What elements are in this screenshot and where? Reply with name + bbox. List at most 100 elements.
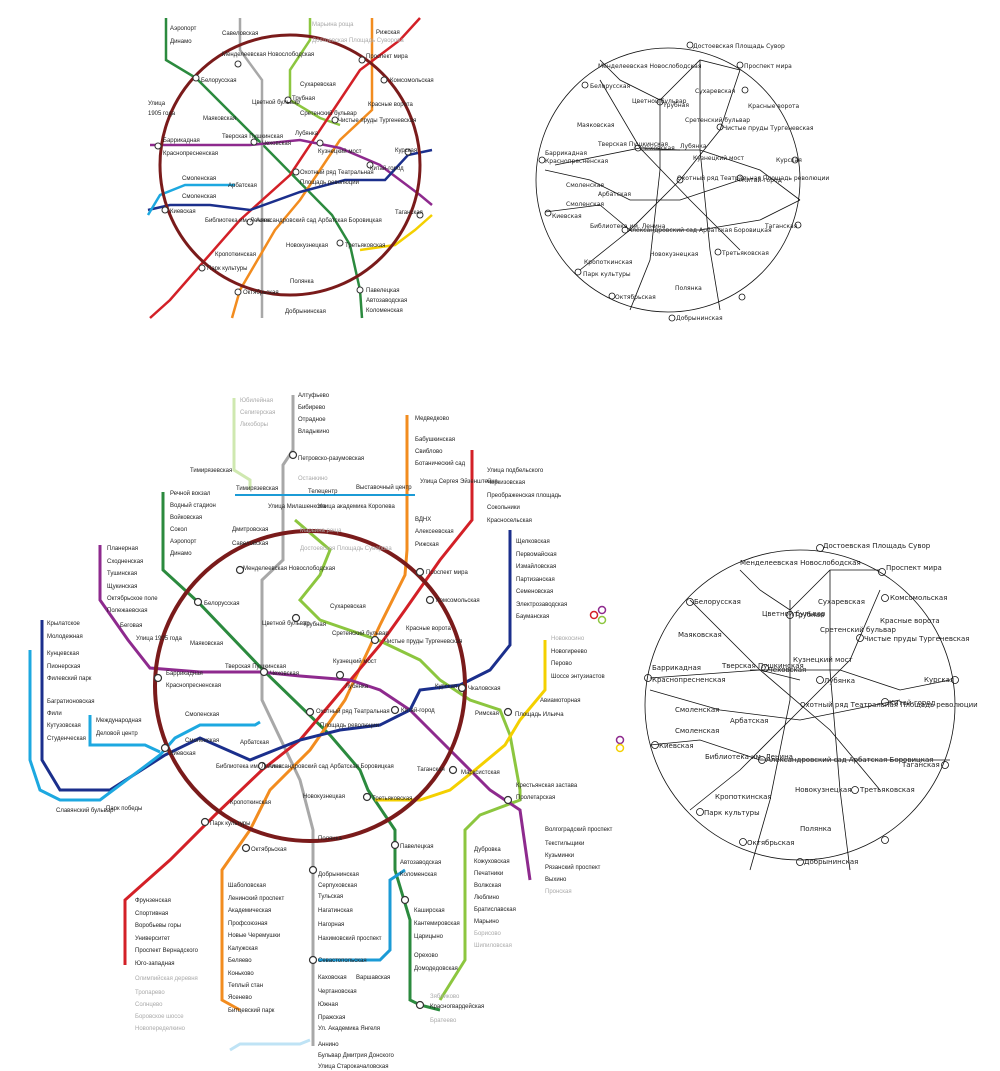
station-label: Полежаевская xyxy=(107,608,147,614)
station-label: Деловой центр xyxy=(96,730,138,737)
station-label: Пронская xyxy=(545,889,572,895)
station-label: Семеновская xyxy=(516,589,553,595)
station-label: Фили xyxy=(47,711,62,717)
station-label: Октябрьское поле xyxy=(107,596,158,602)
main-labels-east: Щелковская Первомайская Измайловская Пар… xyxy=(430,539,613,1024)
station-label: Марьина роща xyxy=(300,528,342,534)
station-label: Китай-город xyxy=(401,707,435,714)
station-marker-icon xyxy=(738,293,746,301)
station-label: Новокосино xyxy=(551,636,585,642)
sketch-line xyxy=(699,60,721,311)
station-marker-icon xyxy=(816,676,824,684)
sketch-label: Смоленская xyxy=(675,727,719,735)
station-label: Краснопресненская xyxy=(166,683,221,689)
line-blue-main xyxy=(40,530,512,792)
station-label: Ботанический сад xyxy=(415,460,466,467)
station-label: Тверская Пушкинская xyxy=(225,664,286,670)
station-label: Пражская xyxy=(318,1015,345,1021)
station-label: Марьина роща xyxy=(312,22,354,28)
sketch-label: Комсомольская xyxy=(890,594,947,602)
interchange-circle-icon xyxy=(400,895,410,905)
sketch-label: Охотный ряд Театральная Площадь революци… xyxy=(800,701,978,709)
sketch-label: Лубянка xyxy=(824,677,855,685)
line-yellow-tl xyxy=(359,214,433,252)
sketch-label: Тверская Пушкинская xyxy=(597,141,668,148)
station-label: Сухаревская xyxy=(300,82,336,88)
station-label: Братеево xyxy=(430,1018,457,1024)
station-label: Охотный ряд Театральная xyxy=(316,708,390,715)
station-label: Римская xyxy=(475,711,499,717)
sketch-line xyxy=(750,669,951,691)
line-lightblue-main xyxy=(28,650,261,802)
station-label: Рижская xyxy=(376,30,400,36)
station-label: Петровско-разумовская xyxy=(298,456,364,462)
station-label: Щелковская xyxy=(516,539,550,545)
interchange-circle-icon xyxy=(257,761,267,771)
station-label: Красносельская xyxy=(487,518,532,524)
sketch-label: Маяковская xyxy=(678,631,722,639)
station-dot xyxy=(366,161,374,169)
station-dot xyxy=(358,56,366,64)
station-label: Марксистская xyxy=(461,770,500,776)
station-label: Октябрьская xyxy=(251,847,287,853)
station-label: Орехово xyxy=(414,953,439,959)
station-label: Добрынинская xyxy=(318,872,359,878)
interchange-circle-icon xyxy=(390,705,400,715)
station-label: Медведково xyxy=(415,416,450,422)
station-label: Коломенская xyxy=(400,872,437,878)
sketch-line xyxy=(579,69,741,271)
station-label: Проспект мира xyxy=(426,570,468,576)
sketch-line xyxy=(689,599,881,791)
sketch-label: Цветной бульвар xyxy=(632,98,687,105)
station-label: Каширская xyxy=(414,908,445,914)
station-label: Белорусская xyxy=(204,601,240,607)
logo-ring xyxy=(597,605,607,615)
sketch-line xyxy=(544,169,741,201)
station-label: Арбатская xyxy=(240,740,269,746)
station-marker-icon xyxy=(696,808,704,816)
station-label: Нахимовский проспект xyxy=(318,935,382,942)
station-marker-icon xyxy=(881,698,889,706)
sketch-label: Смоленская xyxy=(675,706,719,714)
sketch-label: Маяковская xyxy=(577,122,615,129)
station-marker-icon xyxy=(676,176,684,184)
station-label: Чкаловская xyxy=(468,686,500,692)
station-label: Академическая xyxy=(228,908,271,914)
sketch-line xyxy=(640,149,801,201)
top-left-metro-map: Аэропорт Динамо Савеловская Менделеевска… xyxy=(146,17,434,319)
station-label: Тимирязевская xyxy=(236,486,278,492)
station-marker-icon xyxy=(608,292,616,300)
station-marker-icon xyxy=(581,81,589,89)
station-label: Братиславская xyxy=(474,907,516,913)
station-dot xyxy=(284,96,292,104)
station-label: Трубная xyxy=(303,622,326,628)
sketch-label: Третьяковская xyxy=(859,786,915,794)
station-label: Шоссе энтузиастов xyxy=(551,674,605,680)
station-label: Кантемировская xyxy=(414,921,460,927)
main-metro-map xyxy=(28,395,547,1052)
station-label: Электрозаводская xyxy=(516,602,567,608)
station-marker-icon xyxy=(941,761,949,769)
station-label: Войковская xyxy=(170,514,202,521)
station-marker-icon xyxy=(851,786,859,794)
station-label: Профсоюзная xyxy=(228,921,267,927)
station-label: Тульская xyxy=(318,894,343,900)
sketch-label: Трубная xyxy=(662,102,689,109)
interchange-circle-icon xyxy=(259,667,269,677)
station-label: 1905 года xyxy=(148,111,176,117)
sketch-label: Сретенский бульвар xyxy=(685,117,750,124)
station-label: Кропоткинская xyxy=(230,800,271,806)
sketch-line xyxy=(649,689,901,721)
station-label: Тропарево xyxy=(135,990,165,996)
station-label: Воробьевы горы xyxy=(135,923,181,929)
sketch-label: Курская xyxy=(776,157,802,164)
station-label: Первомайская xyxy=(516,551,557,558)
main-labels-west: Планерная Сходненская Тушинская Щукинска… xyxy=(47,546,182,814)
station-label: Площадь революции xyxy=(300,180,359,186)
station-label: Славянский бульвар xyxy=(56,807,114,814)
station-marker-icon xyxy=(881,594,889,602)
station-label: Чеховская xyxy=(262,141,291,147)
station-label: Борисово xyxy=(474,931,501,937)
sketch-label: Красные ворота xyxy=(748,103,799,110)
station-label: Волжская xyxy=(474,883,501,889)
